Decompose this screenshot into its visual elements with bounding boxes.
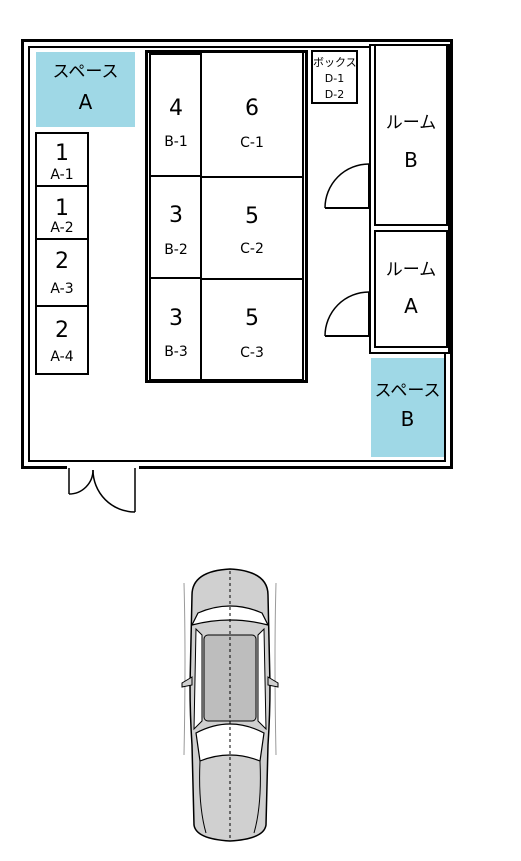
unit-a-3[interactable]: 2 A-3 (35, 238, 89, 307)
entrance-door-icon[interactable] (67, 466, 139, 516)
door-swing-icon[interactable] (323, 162, 371, 210)
space-b[interactable]: スペース B (371, 358, 444, 457)
unit-id: A-3 (50, 281, 74, 297)
room-a[interactable]: ルーム A (374, 230, 448, 348)
unit-count: 5 (245, 204, 259, 229)
unit-id: A-4 (50, 349, 74, 365)
unit-count: 4 (169, 96, 183, 121)
unit-count: 2 (55, 318, 69, 343)
unit-a-4[interactable]: 2 A-4 (35, 305, 89, 375)
unit-b-2[interactable]: 3 B-2 (149, 175, 203, 279)
unit-count: 1 (55, 141, 69, 166)
unit-id: B-2 (164, 242, 188, 258)
space-a-id: A (78, 90, 93, 114)
unit-id: A-1 (50, 167, 74, 183)
unit-a-1[interactable]: 1 A-1 (35, 132, 89, 187)
unit-id: A-2 (50, 220, 74, 236)
unit-a-2[interactable]: 1 A-2 (35, 185, 89, 240)
door-swing-icon[interactable] (323, 290, 371, 338)
unit-count: 3 (169, 203, 183, 228)
box-d[interactable]: ボックス D-1 D-2 (311, 50, 358, 104)
unit-b-3[interactable]: 3 B-3 (149, 277, 203, 381)
space-b-name: スペース (374, 381, 441, 401)
room-a-id: A (404, 294, 418, 318)
unit-id: B-1 (164, 134, 188, 150)
room-b-id: B (404, 148, 418, 172)
space-b-id: B (400, 407, 415, 431)
unit-count: 1 (55, 196, 69, 221)
building-outer-wall (21, 39, 453, 469)
unit-id: C-1 (240, 135, 264, 151)
room-a-name: ルーム (385, 260, 437, 280)
box-d-name: ボックス (313, 56, 357, 69)
unit-c-3[interactable]: 5 C-3 (200, 278, 304, 381)
unit-c-1[interactable]: 6 C-1 (200, 51, 304, 178)
space-a[interactable]: スペース A (36, 52, 135, 127)
unit-id: C-3 (240, 345, 264, 361)
unit-b-1[interactable]: 4 B-1 (149, 53, 203, 177)
unit-count: 2 (55, 249, 69, 274)
unit-count: 3 (169, 306, 183, 331)
box-d-id-1: D-1 (324, 72, 345, 85)
unit-id: C-2 (240, 241, 264, 257)
space-a-name: スペース (52, 62, 119, 82)
room-b-name: ルーム (385, 113, 437, 133)
box-d-id-2: D-2 (324, 88, 345, 101)
car-icon (170, 565, 290, 845)
unit-count: 6 (245, 96, 259, 121)
unit-count: 5 (245, 306, 259, 331)
unit-c-2[interactable]: 5 C-2 (200, 176, 304, 280)
unit-id: B-3 (164, 344, 188, 360)
room-b[interactable]: ルーム B (374, 44, 448, 226)
